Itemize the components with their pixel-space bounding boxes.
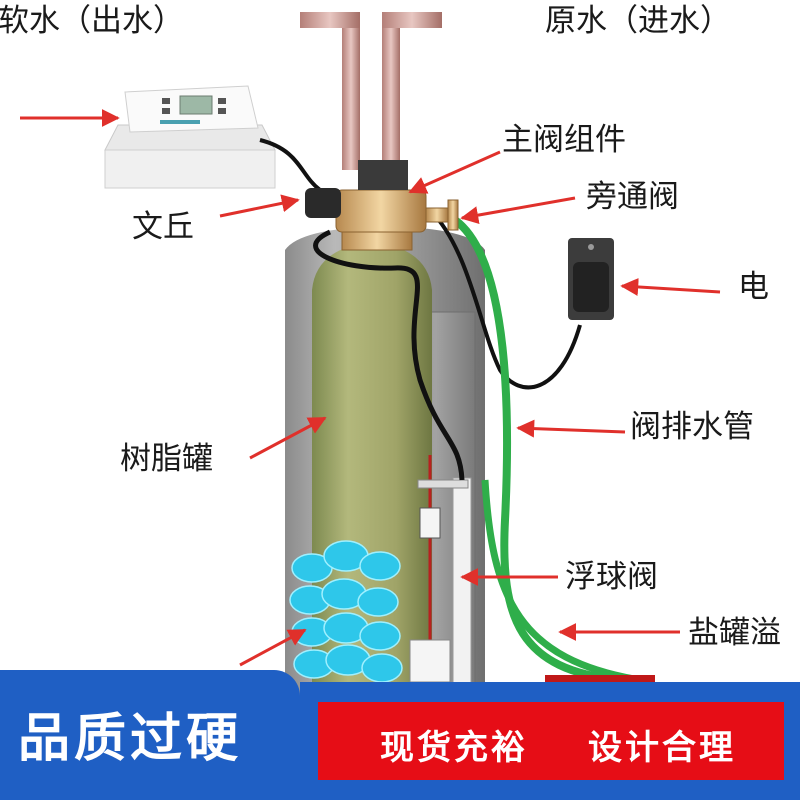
brine-line: [313, 229, 465, 481]
label-resin-tank: 树脂罐: [120, 441, 213, 477]
controller-cable: [259, 138, 322, 192]
label-bypass-valve: 旁通阀: [586, 179, 679, 215]
overflow-pipe: [481, 479, 641, 684]
main-valve: [305, 160, 427, 251]
label-main-valve: 主阀组件: [502, 122, 626, 158]
banner-right-text-2: 设计合理: [588, 728, 736, 768]
banner-right-text-1: 现货充裕: [380, 728, 528, 768]
inlet-pipe: [382, 12, 442, 170]
electric-box: [568, 238, 614, 320]
outlet-pipe: [300, 12, 360, 170]
banner-left-text: 品质过硬: [18, 709, 243, 769]
label-electric: 电: [738, 269, 769, 305]
controller-unit: [104, 85, 276, 189]
label-venturi: 文丘: [132, 209, 194, 245]
power-cable: [428, 208, 582, 390]
bypass-valve: [425, 199, 459, 231]
label-soft-water-out: 软水（出水）: [0, 3, 184, 39]
banner-right: 现货充裕 设计合理: [318, 702, 784, 780]
banner-left: 品质过硬: [0, 670, 300, 800]
drain-pipe: [452, 216, 621, 684]
label-raw-water-in: 原水（进水）: [545, 3, 731, 39]
label-arrows: [20, 109, 721, 667]
label-float-valve: 浮球阀: [565, 559, 658, 595]
resin-beads: [289, 540, 403, 683]
venturi-body: [305, 188, 341, 218]
label-drain-pipe: 阀排水管: [630, 409, 754, 445]
label-brine-overflow: 盐罐溢: [688, 615, 781, 651]
controller-display: [179, 95, 213, 115]
